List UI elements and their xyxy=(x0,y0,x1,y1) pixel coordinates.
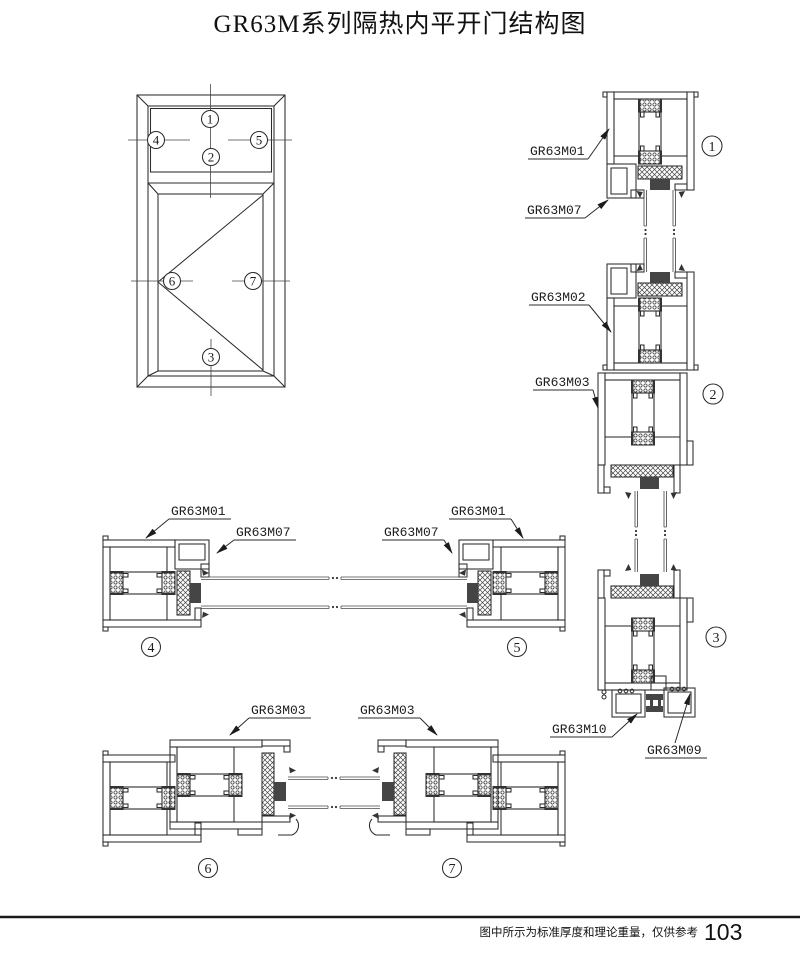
label-h5-frame: GR63M01 xyxy=(451,504,506,519)
marker-1: 1 xyxy=(207,112,214,127)
marker-2: 2 xyxy=(208,150,215,165)
marker-5: 5 xyxy=(256,133,263,148)
section-4-jamb-profile xyxy=(103,536,209,631)
section-marker-7: 7 xyxy=(449,862,456,877)
label-v2-mullion: GR63M02 xyxy=(531,290,586,305)
section-3-sill-profile xyxy=(597,563,696,718)
footer-note: 图中所示为标准厚度和理论重量，仅供参考 xyxy=(480,925,699,939)
section-marker-4: 4 xyxy=(148,641,155,656)
label-h4-frame: GR63M01 xyxy=(171,504,226,519)
elevation-markers xyxy=(146,109,269,367)
footer: 图中所示为标准厚度和理论重量，仅供参考 103 xyxy=(0,915,800,945)
glass-run-1 xyxy=(643,190,676,272)
label-v1-frame: GR63M01 xyxy=(530,144,585,159)
leader-lines xyxy=(146,129,707,759)
label-h5-bead: GR63M07 xyxy=(384,525,439,540)
section-marker-2: 2 xyxy=(710,388,717,403)
marker-3: 3 xyxy=(208,350,215,365)
section-1-head-profile xyxy=(603,92,698,198)
label-v3-adapter: GR63M09 xyxy=(647,743,702,758)
label-v2-sash: GR63M03 xyxy=(535,375,590,390)
glass-run-2 xyxy=(634,491,667,572)
section-marker-1: 1 xyxy=(709,140,716,155)
glass-run-3 xyxy=(201,576,467,609)
section-marker-6: 6 xyxy=(205,862,212,877)
section-2-transom-profile xyxy=(597,264,698,500)
section-5-jamb-profile xyxy=(459,536,565,631)
marker-7: 7 xyxy=(250,274,257,289)
label-v1-bead: GR63M07 xyxy=(527,203,582,218)
section-markers xyxy=(140,135,727,879)
section-marker-5: 5 xyxy=(514,641,521,656)
marker-4: 4 xyxy=(153,133,160,148)
page-number: 103 xyxy=(704,919,742,945)
label-v3-sill: GR63M10 xyxy=(552,722,607,737)
section-7-sash-profile xyxy=(368,739,566,847)
marker-6: 6 xyxy=(169,274,176,289)
label-h7-sash: GR63M03 xyxy=(360,703,415,718)
section-marker-3: 3 xyxy=(713,631,720,646)
label-h6-sash: GR63M03 xyxy=(251,703,306,718)
glass-run-4 xyxy=(288,776,380,809)
page-title: GR63M系列隔热内平开门结构图 xyxy=(214,10,587,38)
opening-direction-lines xyxy=(157,194,264,371)
section-6-sash-profile xyxy=(102,739,300,847)
label-h4-bead: GR63M07 xyxy=(236,525,291,540)
